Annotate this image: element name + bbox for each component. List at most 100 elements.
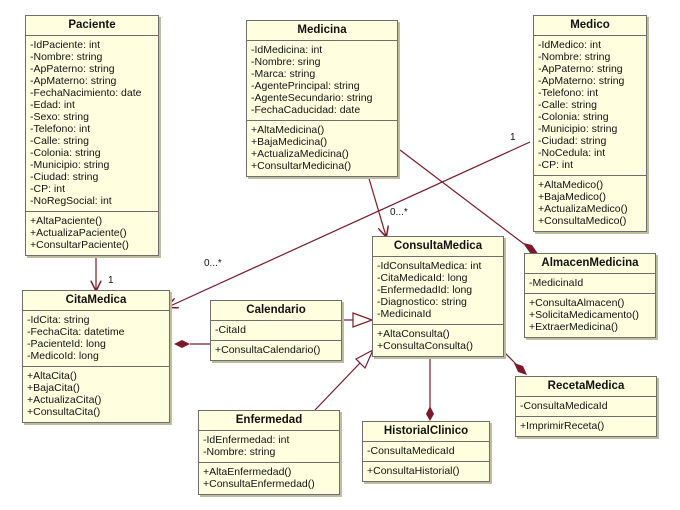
attribute: -NoRegSocial: int: [30, 195, 112, 207]
class-name: Medicina: [297, 24, 347, 36]
method: +ConsultaCalendario(): [215, 344, 321, 356]
class-citamedica[interactable]: CitaMedica -IdCita: string-FechaCita: dat…: [22, 290, 170, 423]
class-name: Paciente: [68, 19, 116, 31]
attributes-section: -CitaId: [211, 320, 341, 340]
attributes-section: -MedicinaId: [525, 273, 655, 293]
attribute: -FechaCita: datetime: [27, 326, 125, 338]
assoc-medico-cita: [168, 141, 531, 307]
attribute: -IdEnfermedad: int: [203, 434, 290, 446]
attribute: -CP: int: [30, 183, 66, 195]
attribute: -MedicinaId: [529, 277, 584, 289]
attribute: -Nombre: string: [203, 446, 276, 458]
generalization-triangle-calendario: [352, 312, 374, 328]
method: +AltaPaciente(): [30, 215, 103, 227]
attribute: -EnfermedadId: long: [377, 284, 473, 296]
method: +ConsultarPaciente(): [30, 239, 129, 251]
attribute: -CP: int: [538, 159, 574, 171]
class-name: CitaMedica: [65, 294, 127, 306]
attributes-section: -ConsultaMedicaId: [363, 441, 489, 461]
method: +AltaMedicina(): [251, 124, 325, 136]
attribute: -Ciudad: string: [538, 135, 607, 147]
class-consultamedica[interactable]: ConsultaMedica -IdConsultaMedica: int-Cit…: [372, 236, 504, 357]
attribute: -FechaNacimiento: date: [30, 87, 142, 99]
composition-diamond-receta: [514, 363, 527, 375]
method: +ActualizaPaciente(): [30, 227, 127, 239]
attribute: -ApMaterno: string: [30, 75, 117, 87]
class-name: AlmacenMedicina: [541, 257, 639, 269]
class-medicina[interactable]: Medicina -IdMedicina: int-Nombre: sring-M…: [246, 20, 398, 177]
method: +BajaCita(): [27, 382, 80, 394]
attribute: -Municipio: string: [538, 123, 618, 135]
class-name: HistorialClinico: [383, 425, 469, 437]
class-name: Enfermedad: [235, 414, 303, 426]
composition-diamond-historial: [426, 406, 434, 421]
method: +ConsultaEnfermedad(): [203, 478, 315, 490]
attribute: -IdPaciente: int: [30, 39, 101, 51]
method: +ExtraerMedicina(): [529, 321, 618, 333]
attributes-section: -IdConsultaMedica: int-CitaMedicaId: lon…: [373, 256, 503, 324]
attribute: -MedicinaId: [377, 308, 432, 320]
attribute: -Diagnostico: string: [377, 296, 467, 308]
composition-medicina-almacen: [399, 149, 529, 248]
methods-section: +AltaMedicina()+BajaMedicina()+Actualiza…: [247, 120, 397, 176]
method: +ActualizaCita(): [27, 394, 102, 406]
attribute: -MedicoId: long: [27, 350, 99, 362]
composition-diamond-almacen: [523, 243, 539, 255]
attribute: -ApMaterno: string: [538, 75, 625, 87]
method: +ConsultaConsulta(): [377, 340, 474, 352]
attribute: -FechaCaducidad: date: [251, 104, 361, 116]
method: +ConsultaAlmacen(): [529, 297, 625, 309]
class-paciente[interactable]: Paciente -IdPaciente: int-Nombre: string-…: [25, 15, 159, 256]
attribute: -PacienteId: long: [27, 338, 106, 350]
class-name: Calendario: [246, 304, 306, 316]
class-calendario[interactable]: Calendario-CitaId +ConsultaCalendario(): [210, 300, 342, 361]
attribute: -Edad: int: [30, 99, 75, 111]
attribute: -NoCedula: int: [538, 147, 606, 159]
attribute: -IdConsultaMedica: int: [377, 260, 482, 272]
multiplicity-cita-end: 1: [108, 275, 114, 286]
attribute: -ConsultaMedicaId: [520, 400, 608, 412]
attribute: -ApPaterno: string: [538, 63, 623, 75]
attribute: -Telefono: int: [30, 123, 91, 135]
class-medico[interactable]: Medico-IdMedico: int-Nombre: string-ApPa…: [533, 15, 647, 232]
attribute: -AgenteSecundario: string: [251, 92, 373, 104]
class-historialclinico[interactable]: HistorialClinico -ConsultaMedicaId +Consul…: [362, 421, 490, 482]
attribute: -CitaId: [215, 324, 246, 336]
attribute: -AgentePrincipal: string: [251, 80, 360, 92]
methods-section: +AltaMedico()+BajaMedico()+ActualizaMedi…: [534, 175, 646, 231]
method: +BajaMedico(): [538, 191, 606, 203]
methods-section: +ImprimirReceta(): [516, 416, 656, 436]
attribute: -Nombre: string: [538, 51, 611, 63]
class-almacenmedicina[interactable]: AlmacenMedicina -MedicinaId +ConsultaAlmac…: [524, 253, 656, 338]
methods-section: +AltaPaciente()+ActualizaPaciente()+Cons…: [26, 211, 158, 255]
method: +AltaEnfermedad(): [203, 466, 292, 478]
attribute: -IdMedicina: int: [251, 44, 323, 56]
method: +BajaMedicina(): [251, 136, 328, 148]
methods-section: +AltaConsulta()+ConsultaConsulta(): [373, 324, 503, 356]
class-name: ConsultaMedica: [393, 240, 483, 252]
attribute: -Calle: string: [538, 99, 597, 111]
attribute: -ConsultaMedicaId: [367, 445, 455, 457]
attribute: -CitaMedicaId: long: [377, 272, 468, 284]
attributes-section: -IdPaciente: int-Nombre: string-ApPatern…: [26, 35, 158, 211]
attribute: -Telefono: int: [538, 87, 599, 99]
class-recetamedica[interactable]: RecetaMedica-ConsultaMedicaId+ImprimirRe…: [515, 376, 657, 437]
method: +ImprimirReceta(): [520, 420, 605, 432]
class-enfermedad[interactable]: Enfermedad -IdEnfermedad: int-Nombre: str…: [198, 410, 340, 495]
attribute: -Nombre: sring: [251, 56, 321, 68]
generalization-enfermedad: [314, 362, 361, 411]
multiplicity-medico-end: 1: [510, 132, 516, 143]
attribute: -Sexo: string: [30, 111, 89, 123]
attribute: -IdCita: string: [27, 314, 90, 326]
method: +ConsultaMedico(): [538, 215, 627, 227]
attributes-section: -IdCita: string-FechaCita: datetime-Paci…: [23, 310, 169, 366]
methods-section: +AltaEnfermedad()+ConsultaEnfermedad(): [199, 462, 339, 494]
attribute: -Colonia: string: [30, 147, 101, 159]
method: +ConsultaHistorial(): [367, 465, 460, 477]
attributes-section: -IdMedicina: int-Nombre: sring-Marca: st…: [247, 40, 397, 120]
method: +SolicitaMedicamento(): [529, 309, 640, 321]
methods-section: +ConsultaHistorial(): [363, 461, 489, 481]
multiplicity-consulta-from-medicina: 0...*: [390, 207, 408, 218]
